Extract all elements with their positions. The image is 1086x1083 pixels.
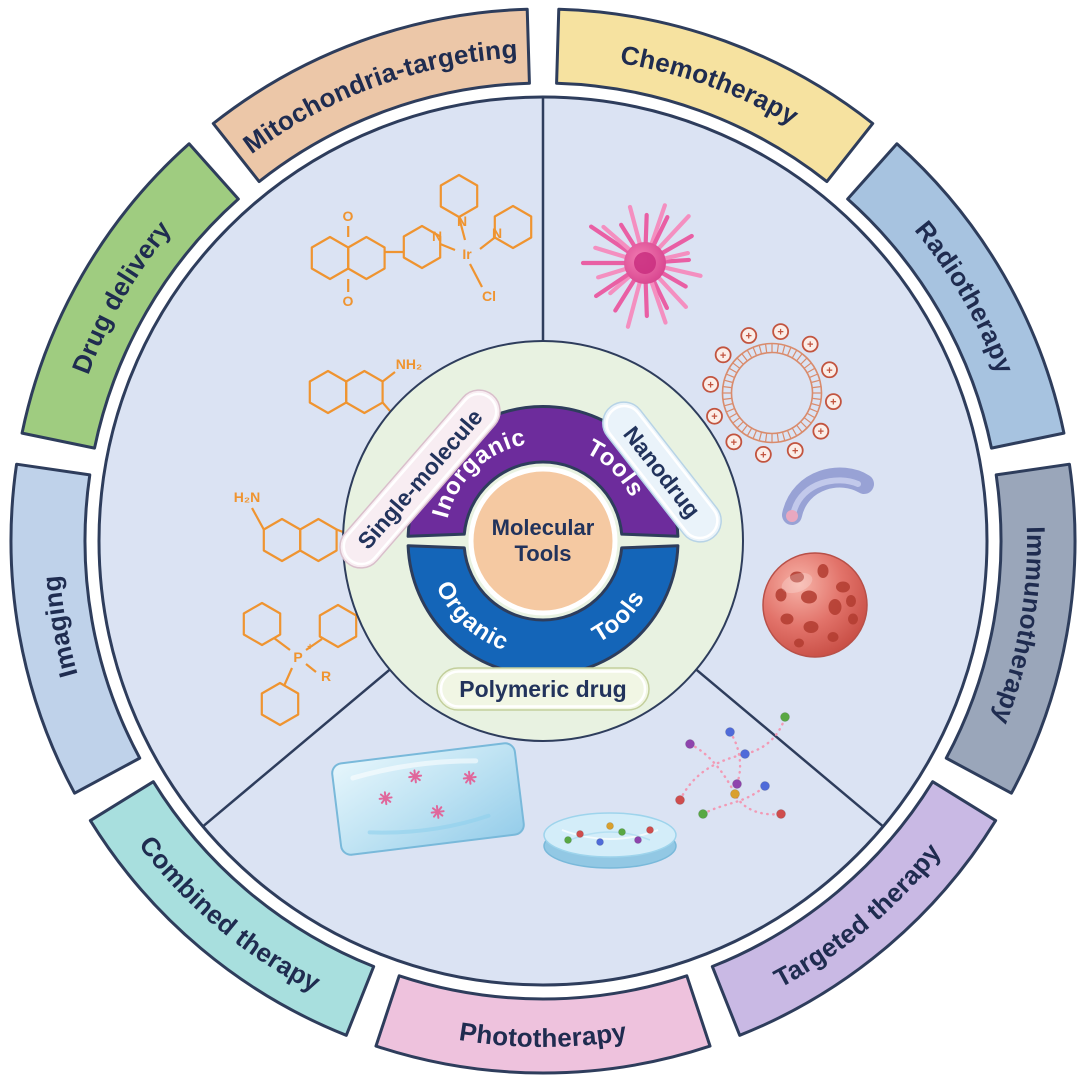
charge-icon bbox=[812, 422, 830, 440]
sector-dividers bbox=[202, 98, 884, 828]
spiky-nanoparticle bbox=[580, 203, 703, 329]
plus-label: + bbox=[307, 642, 313, 653]
center-label-line1: Molecular bbox=[492, 515, 595, 540]
ring-segment-combined-therapy bbox=[88, 780, 376, 1037]
n-label: N bbox=[457, 213, 467, 229]
plus-charge-label: + bbox=[830, 397, 836, 409]
micelle-rod bbox=[782, 467, 874, 525]
polymer-bead-network bbox=[675, 712, 790, 819]
charge-icon bbox=[725, 433, 743, 451]
o-label: O bbox=[343, 293, 354, 309]
pill-polymeric-drug: Polymeric drug bbox=[436, 667, 650, 711]
quinoline-structure-lower bbox=[251, 507, 344, 563]
hydrogel-slab bbox=[331, 742, 525, 856]
triphenylphosphonium-structure bbox=[242, 601, 358, 727]
plus-charge-label: + bbox=[807, 339, 813, 351]
p-label: P bbox=[293, 649, 302, 665]
charge-icon bbox=[706, 407, 723, 425]
ring-segment-imaging bbox=[9, 462, 142, 795]
iridium-complex-structure bbox=[310, 173, 533, 292]
plus-charge-label: + bbox=[731, 437, 737, 449]
r-label: R bbox=[321, 668, 331, 684]
hydrogel-disc bbox=[543, 812, 677, 869]
o-label: O bbox=[343, 208, 354, 224]
charge-icon bbox=[702, 375, 720, 393]
polymeric-drug-label: Polymeric drug bbox=[459, 676, 626, 702]
divider-bottom-right bbox=[695, 668, 884, 828]
charge-icon bbox=[740, 327, 758, 344]
center-circle bbox=[468, 466, 618, 616]
liposome-nanoparticle: + + + + + + + + + + + + bbox=[702, 323, 842, 463]
ring-segment-targeted-therapy bbox=[710, 780, 998, 1037]
organic-half-ring bbox=[406, 544, 680, 677]
ring-segment-immunotherapy bbox=[944, 462, 1077, 795]
ring-segment-chemotherapy bbox=[555, 7, 875, 184]
charge-icon bbox=[772, 323, 790, 341]
charge-icon bbox=[786, 442, 804, 459]
charge-icon bbox=[714, 346, 732, 364]
charge-icon bbox=[821, 361, 838, 379]
center-label-line2: Tools bbox=[514, 541, 571, 566]
cl-label: Cl bbox=[482, 288, 496, 304]
plus-charge-label: + bbox=[792, 445, 798, 457]
ir-label: Ir bbox=[462, 246, 472, 262]
ring-segment-phototherapy bbox=[374, 974, 712, 1075]
porous-nanosphere bbox=[762, 552, 868, 658]
nh2-label: NH₂ bbox=[396, 356, 422, 372]
n-label: N bbox=[492, 225, 502, 241]
ring-segment-radiotherapy bbox=[846, 142, 1066, 450]
ring-segment-drug-delivery bbox=[20, 142, 240, 450]
n-label: N bbox=[432, 228, 442, 244]
plus-charge-label: + bbox=[760, 449, 766, 461]
charge-icon bbox=[754, 445, 772, 463]
ring-segment-mitochondria-targeting bbox=[211, 7, 531, 184]
charge-icon bbox=[824, 393, 842, 411]
plus-charge-label: + bbox=[720, 350, 726, 362]
h2n-label: H₂N bbox=[234, 489, 260, 505]
divider-bottom-left bbox=[202, 668, 391, 828]
plus-charge-label: + bbox=[777, 327, 783, 339]
plus-charge-label: + bbox=[826, 365, 832, 377]
plus-charge-label: + bbox=[746, 331, 752, 343]
plus-charge-label: + bbox=[711, 411, 717, 423]
charge-icon bbox=[801, 335, 819, 353]
plus-charge-label: + bbox=[707, 379, 713, 391]
plus-charge-label: + bbox=[818, 426, 824, 438]
